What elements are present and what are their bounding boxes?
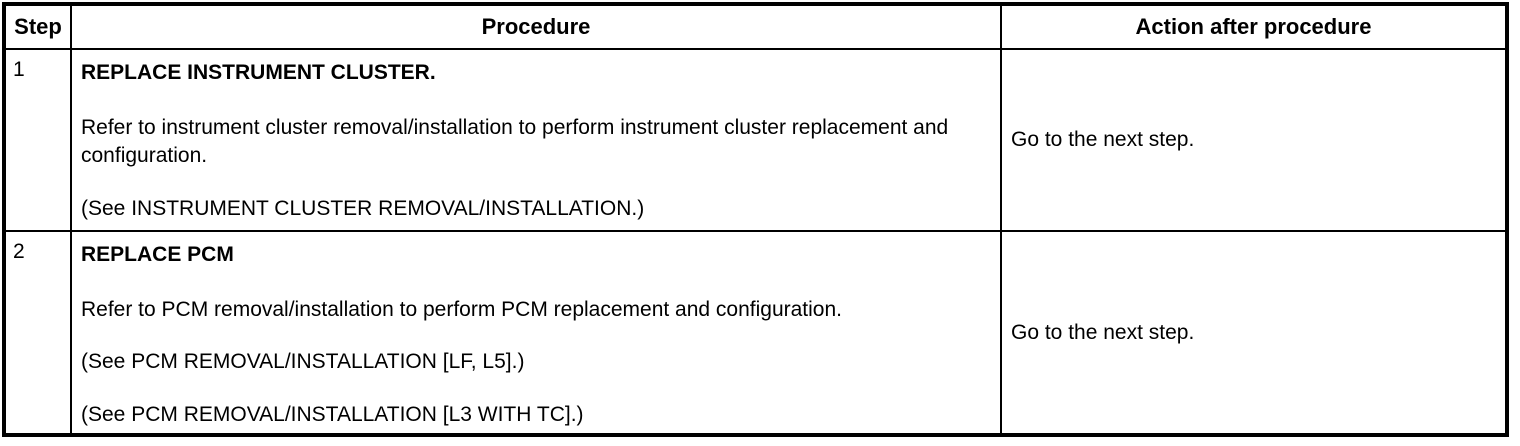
procedure-title: REPLACE PCM: [81, 243, 234, 266]
procedure-description: Refer to PCM removal/installation to per…: [81, 297, 843, 321]
procedure-description: Refer to instrument cluster removal/inst…: [81, 115, 949, 168]
procedure-table: Step Procedure Action after procedure 1 …: [2, 2, 1509, 437]
procedure-see-reference: (See INSTRUMENT CLUSTER REMOVAL/INSTALLA…: [81, 196, 645, 220]
procedure-cell: REPLACE INSTRUMENT CLUSTER. Refer to ins…: [72, 50, 1002, 232]
column-header-step: Step: [6, 6, 72, 50]
column-header-action-after-procedure: Action after procedure: [1002, 6, 1505, 50]
procedure-see-reference: (See PCM REMOVAL/INSTALLATION [LF, L5].): [81, 350, 525, 374]
step-number: 2: [6, 232, 72, 433]
action-text: Go to the next step.: [1011, 128, 1195, 151]
action-cell: Go to the next step.: [1002, 232, 1505, 433]
column-header-procedure: Procedure: [72, 6, 1002, 50]
procedure-title: REPLACE INSTRUMENT CLUSTER.: [81, 61, 436, 84]
procedure-see-reference: (See PCM REMOVAL/INSTALLATION [L3 WITH T…: [81, 402, 584, 426]
step-number: 1: [6, 50, 72, 232]
procedure-cell: REPLACE PCM Refer to PCM removal/install…: [72, 232, 1002, 433]
action-cell: Go to the next step.: [1002, 50, 1505, 232]
action-text: Go to the next step.: [1011, 320, 1195, 344]
